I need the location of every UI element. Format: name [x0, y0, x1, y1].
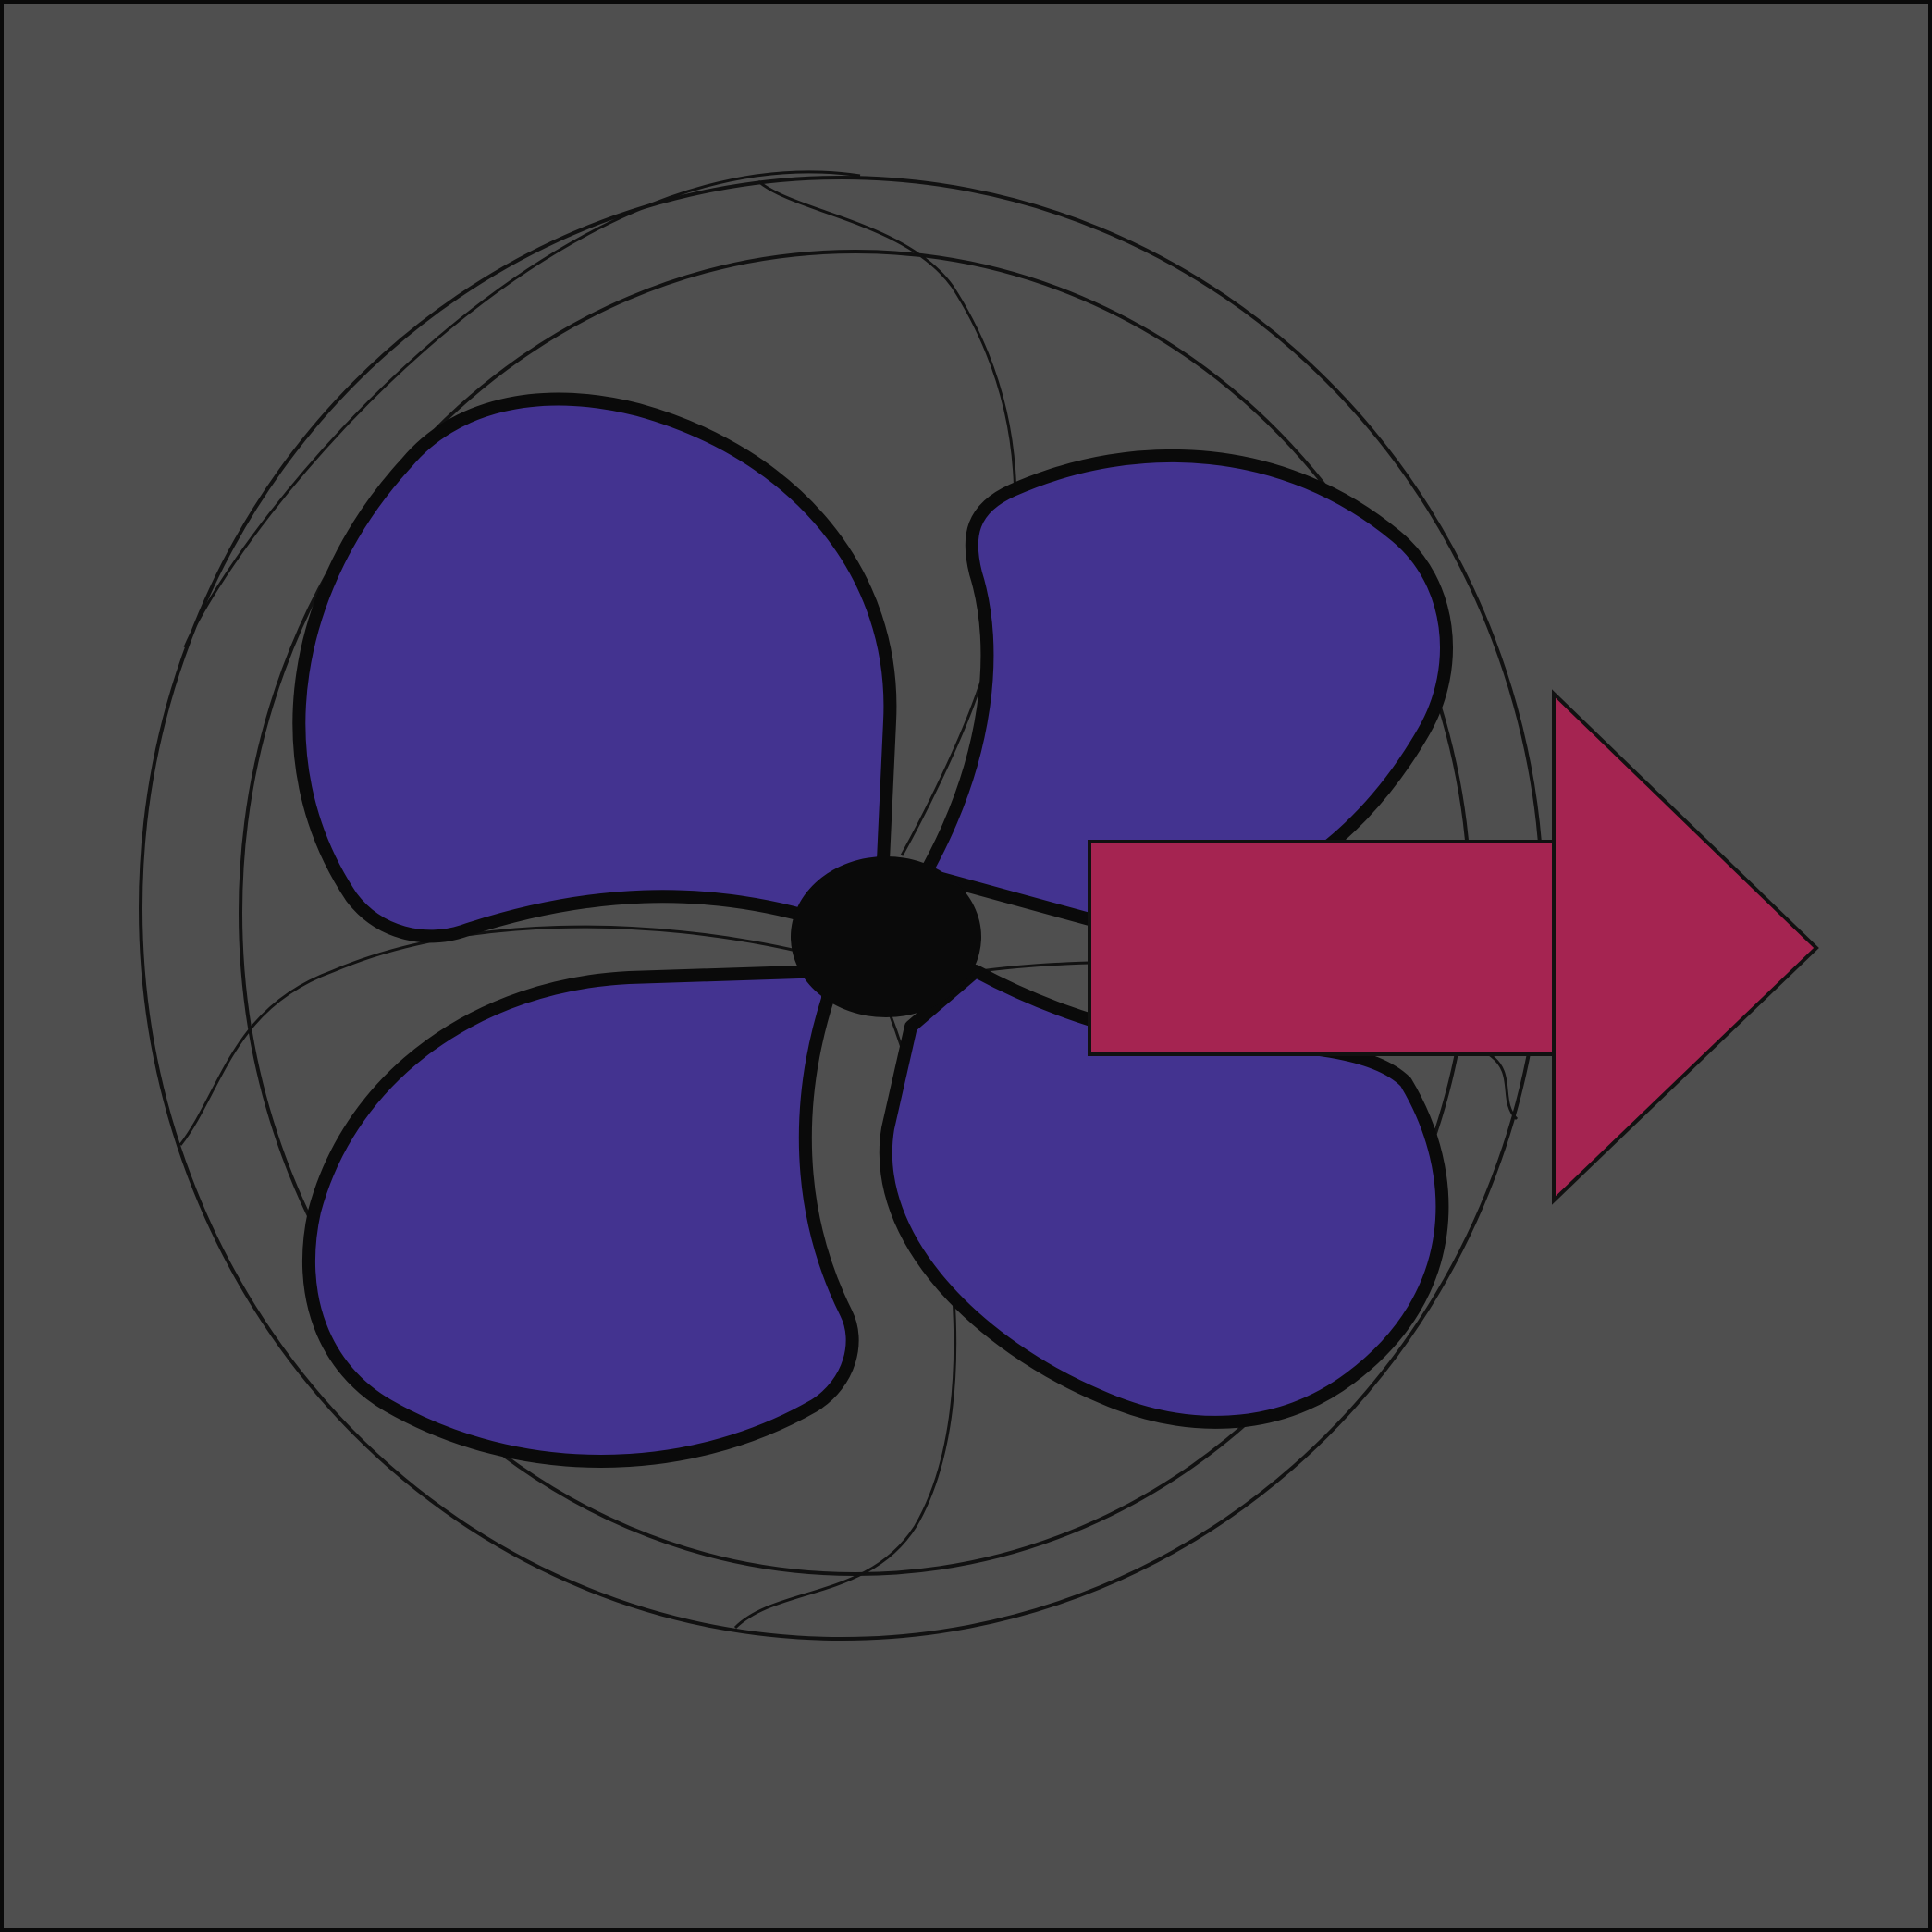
guard-wire-right-tail: [1488, 1052, 1519, 1121]
guard-wire-left: [178, 925, 806, 1146]
airflow-arrow-icon: [1088, 689, 1819, 1205]
fan-blade-upper-right: [918, 449, 1453, 931]
guard-wire-upper-left: [183, 170, 861, 648]
airflow-arrow-head: [1552, 689, 1819, 1205]
fan-hub: [791, 856, 981, 1017]
fan-blade-lower-left: [302, 965, 859, 1468]
fan-blade-upper-left: [292, 392, 897, 943]
guard-wire-top: [757, 179, 1017, 856]
airflow-arrow-shaft: [1088, 840, 1556, 1056]
